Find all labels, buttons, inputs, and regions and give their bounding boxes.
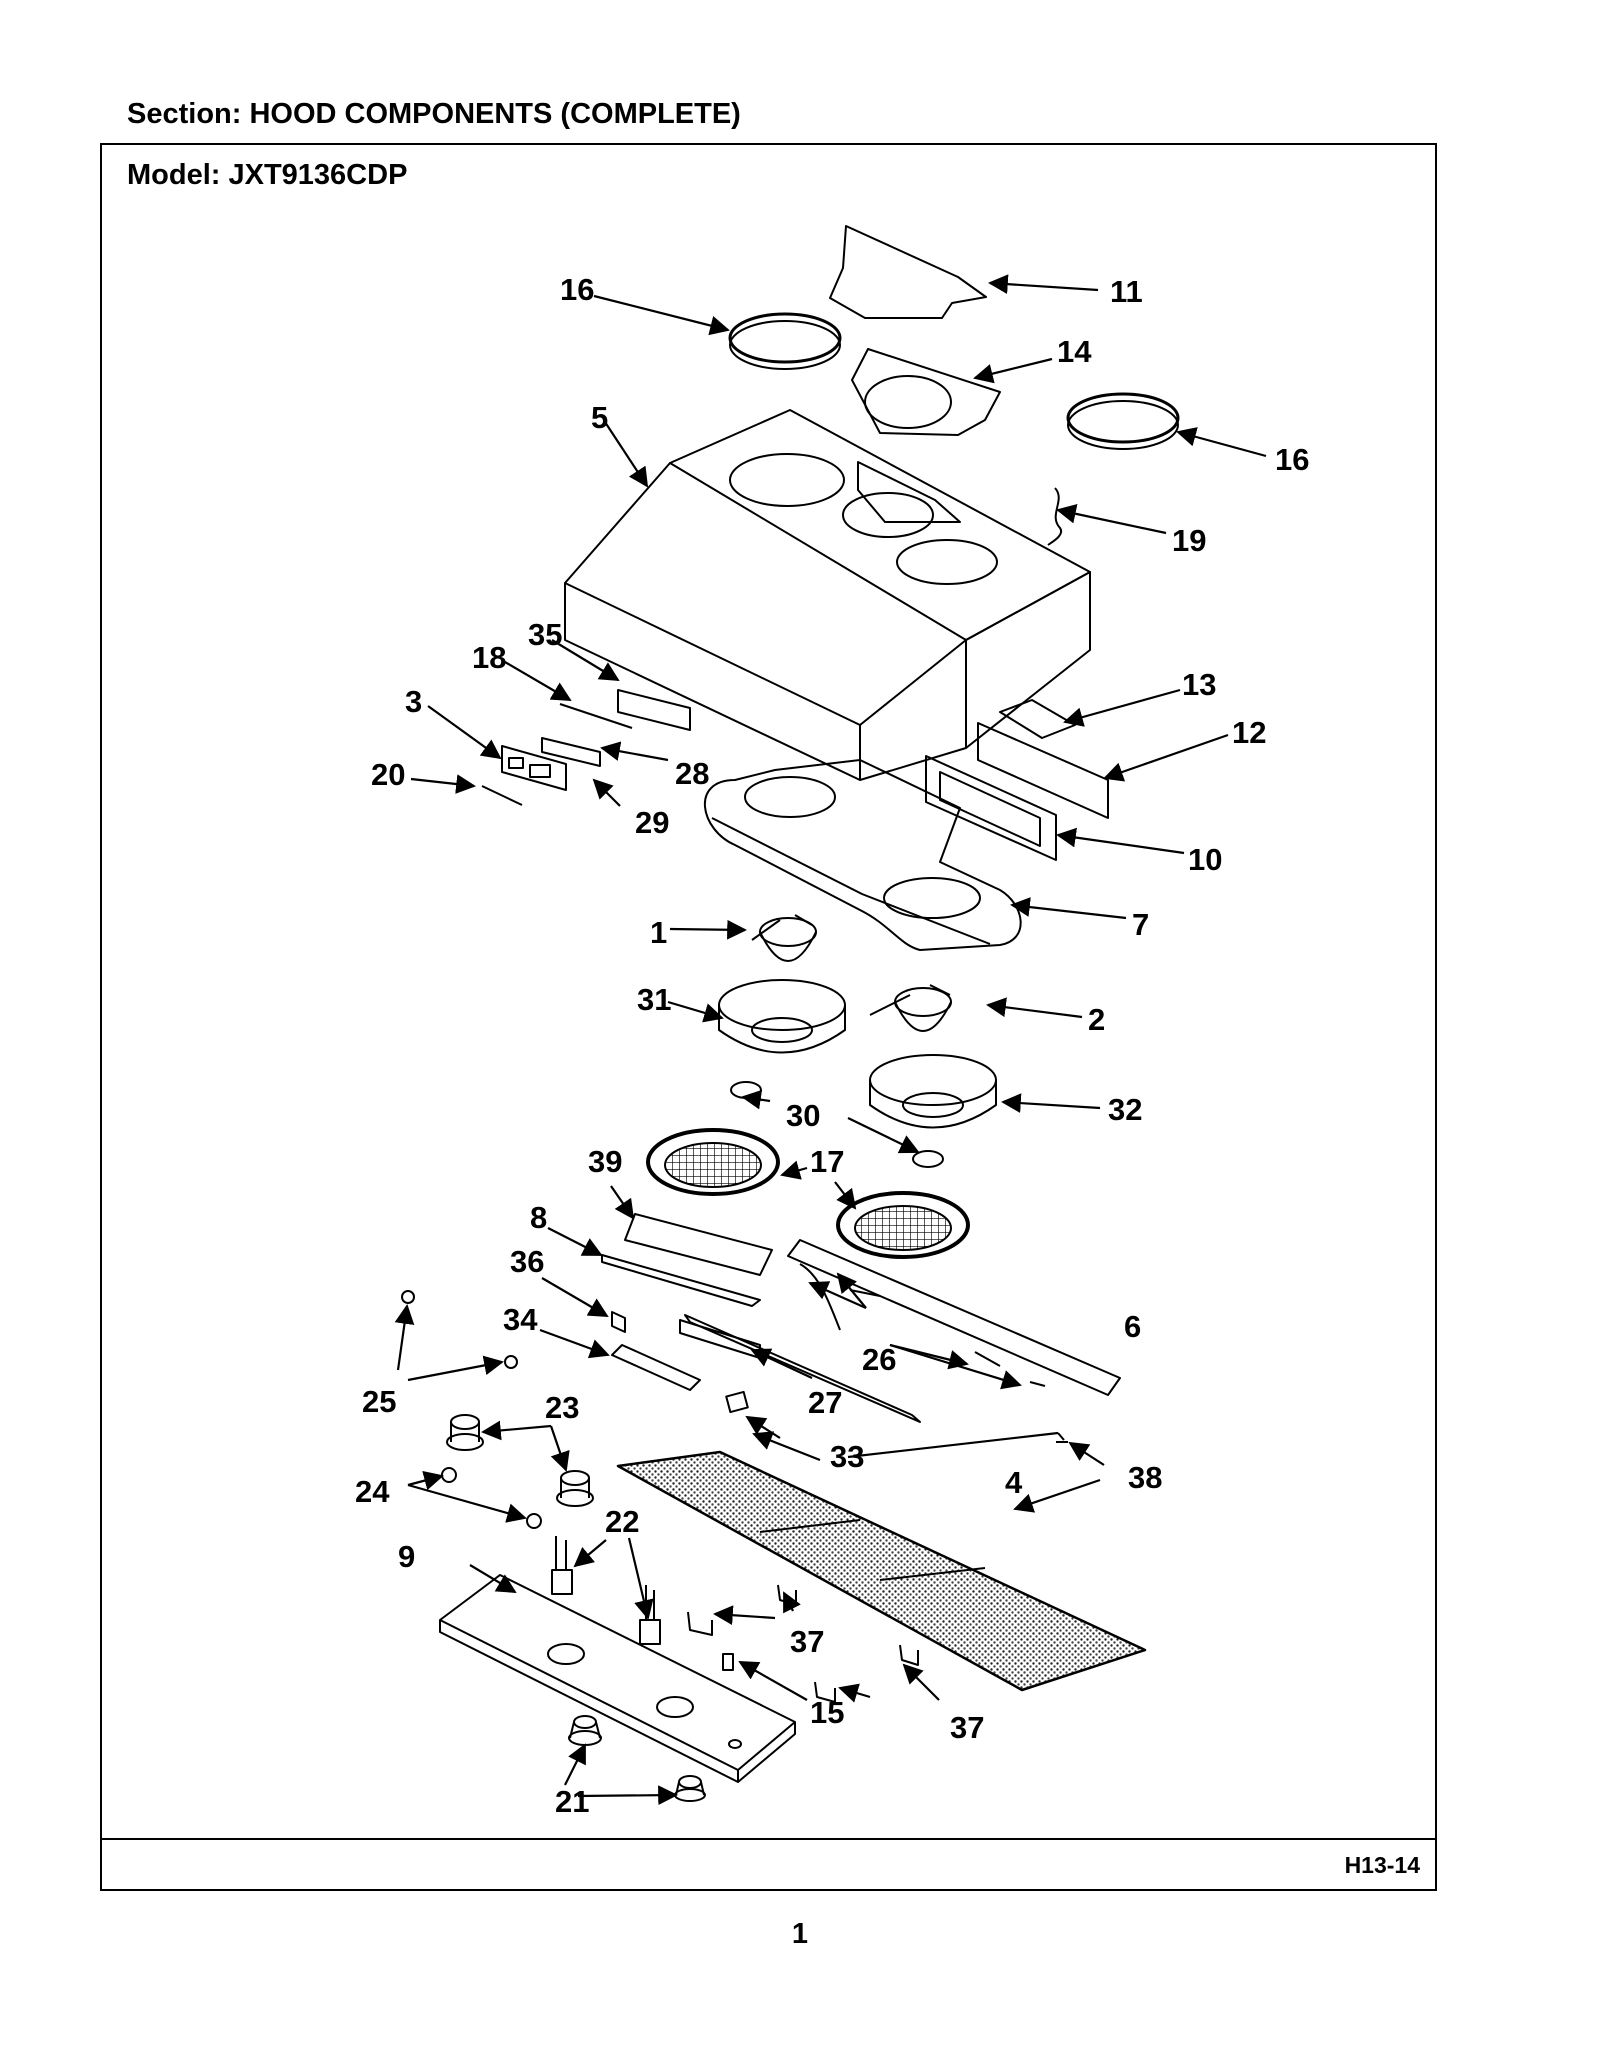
callout-23: 23 bbox=[545, 1390, 579, 1425]
hood-body bbox=[564, 409, 1091, 781]
control-panel bbox=[501, 745, 567, 791]
foot-21a bbox=[568, 1715, 602, 1746]
clip-15 bbox=[722, 1653, 734, 1671]
screw-38 bbox=[1056, 1432, 1068, 1443]
callout-14: 14 bbox=[1057, 334, 1092, 369]
callout-10: 10 bbox=[1188, 842, 1222, 877]
callout-15: 15 bbox=[810, 1695, 844, 1730]
blower-motor-2 bbox=[869, 984, 952, 1032]
fan-deck bbox=[704, 759, 1022, 951]
light-lens-12 bbox=[977, 722, 1109, 819]
socket-33 bbox=[725, 1390, 749, 1414]
bottom-panel bbox=[439, 1574, 796, 1783]
blower-ring-30a bbox=[730, 1081, 762, 1099]
clip-37c bbox=[814, 1681, 836, 1703]
callout-33: 33 bbox=[830, 1439, 864, 1474]
blower-ring-30b bbox=[912, 1150, 944, 1168]
callout-37b: 37 bbox=[950, 1710, 984, 1745]
light-housing-10 bbox=[925, 755, 1057, 861]
wire-channel bbox=[679, 1319, 761, 1359]
callout-16b: 16 bbox=[1275, 442, 1309, 477]
callout-35: 35 bbox=[528, 617, 562, 652]
wire-harness bbox=[799, 1263, 1046, 1387]
callout-7: 7 bbox=[1132, 907, 1149, 942]
callout-36: 36 bbox=[510, 1244, 544, 1279]
screw-24b bbox=[526, 1513, 542, 1529]
callout-32: 32 bbox=[1108, 1092, 1142, 1127]
callout-28: 28 bbox=[675, 756, 709, 791]
switch-plate bbox=[541, 737, 601, 767]
callout-labels: 11 16 14 16 5 19 35 18 3 13 12 20 28 29 … bbox=[355, 272, 1309, 1819]
rating-label bbox=[617, 689, 691, 731]
knob-23b bbox=[556, 1470, 594, 1507]
callout-18: 18 bbox=[472, 640, 506, 675]
foot-21b bbox=[674, 1775, 706, 1802]
callout-3: 3 bbox=[405, 684, 422, 719]
blower-wheel-32 bbox=[869, 1054, 997, 1129]
callout-39: 39 bbox=[588, 1144, 622, 1179]
callout-2: 2 bbox=[1088, 1002, 1105, 1037]
callout-1: 1 bbox=[650, 915, 667, 950]
footer-divider bbox=[100, 1838, 1437, 1840]
callout-29: 29 bbox=[635, 805, 669, 840]
charcoal-filter-left bbox=[728, 312, 842, 364]
rod bbox=[481, 785, 523, 806]
callout-13: 13 bbox=[1182, 667, 1216, 702]
grease-filter-left bbox=[646, 1128, 780, 1196]
callout-12: 12 bbox=[1232, 715, 1266, 750]
callout-16a: 16 bbox=[560, 272, 594, 307]
screw-24a bbox=[441, 1467, 457, 1483]
callout-22: 22 bbox=[605, 1504, 639, 1539]
charcoal-filter-right bbox=[1066, 392, 1180, 444]
clip-37d bbox=[899, 1644, 919, 1666]
callout-24: 24 bbox=[355, 1474, 390, 1509]
reference-code: H13-14 bbox=[1344, 1852, 1420, 1878]
model-label: Model: JXT9136CDP bbox=[127, 159, 408, 191]
lamp-socket-22a bbox=[551, 1536, 573, 1595]
callout-25: 25 bbox=[362, 1384, 396, 1419]
clip-37a bbox=[687, 1611, 713, 1636]
diagram-frame bbox=[100, 143, 1437, 1891]
callout-37a: 37 bbox=[790, 1624, 824, 1659]
section-title: Section: HOOD COMPONENTS (COMPLETE) bbox=[127, 98, 741, 130]
rail-6 bbox=[787, 1239, 1121, 1396]
grease-filter-right bbox=[836, 1191, 970, 1259]
callout-20: 20 bbox=[371, 757, 405, 792]
callout-11: 11 bbox=[1110, 274, 1143, 309]
callout-30: 30 bbox=[786, 1098, 820, 1133]
damper-plate bbox=[829, 225, 987, 319]
callout-5: 5 bbox=[591, 400, 608, 435]
callout-34: 34 bbox=[503, 1302, 538, 1337]
callout-8: 8 bbox=[530, 1200, 547, 1235]
callout-19: 19 bbox=[1172, 523, 1206, 558]
knob-23a bbox=[446, 1414, 484, 1451]
switch-assembly bbox=[611, 1344, 701, 1391]
blower-wheel-31 bbox=[718, 979, 846, 1054]
duct-collar-plate bbox=[851, 348, 1001, 436]
panel-39 bbox=[624, 1213, 773, 1276]
callout-9: 9 bbox=[398, 1539, 415, 1574]
blower-motor-1 bbox=[751, 914, 817, 962]
callout-31: 31 bbox=[637, 982, 671, 1017]
clip-36 bbox=[611, 1311, 626, 1333]
callout-27: 27 bbox=[808, 1385, 842, 1420]
page-number: 1 bbox=[791, 1918, 809, 1950]
callout-21: 21 bbox=[555, 1784, 589, 1819]
callout-4: 4 bbox=[1005, 1465, 1023, 1500]
grommet-25b bbox=[504, 1355, 518, 1369]
callout-26: 26 bbox=[862, 1342, 896, 1377]
callout-17: 17 bbox=[810, 1144, 844, 1179]
callout-38: 38 bbox=[1128, 1460, 1162, 1495]
mesh-filter-4 bbox=[616, 1450, 1147, 1692]
rail-8 bbox=[601, 1254, 761, 1307]
switch-bracket bbox=[559, 703, 633, 729]
callout-6: 6 bbox=[1124, 1309, 1141, 1344]
grommet-25a bbox=[401, 1290, 415, 1304]
clip-37b bbox=[777, 1584, 797, 1606]
light-lens-13 bbox=[999, 699, 1076, 739]
